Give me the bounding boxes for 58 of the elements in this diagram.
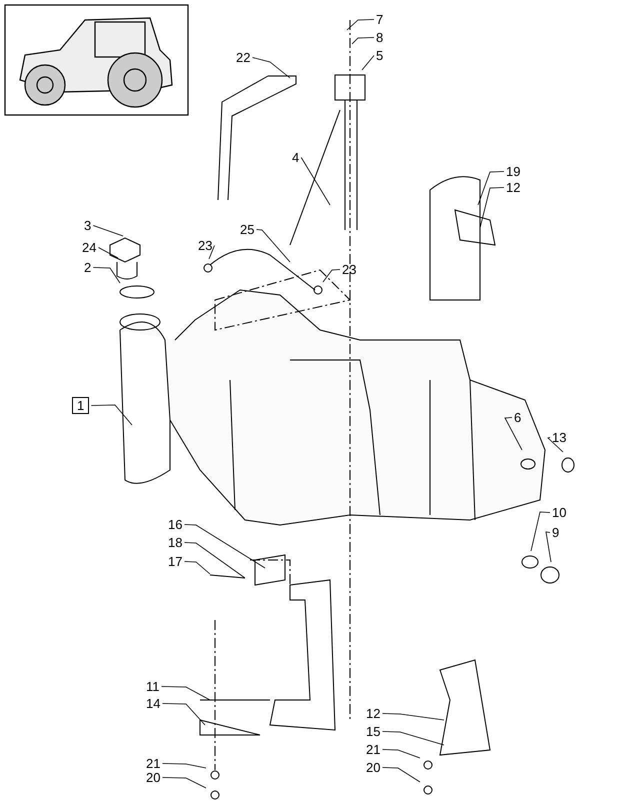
leader-line bbox=[382, 713, 444, 720]
callout-number: 23 bbox=[342, 262, 356, 277]
callout-number: 5 bbox=[376, 48, 384, 63]
callout-number: 14 bbox=[146, 696, 160, 711]
leader-line bbox=[256, 229, 290, 262]
callout-number: 25 bbox=[240, 222, 254, 237]
callout-number: 16 bbox=[168, 517, 182, 532]
leader-line bbox=[162, 777, 206, 788]
leader-line bbox=[92, 225, 124, 236]
leader-line bbox=[162, 763, 206, 768]
leader-line bbox=[161, 686, 210, 700]
callout-number: 9 bbox=[552, 525, 560, 540]
leader-line bbox=[362, 55, 374, 70]
leader-line bbox=[90, 404, 132, 426]
leader-line bbox=[252, 57, 290, 78]
leader-line bbox=[208, 245, 215, 260]
callout-number: 21 bbox=[366, 742, 380, 757]
callout-number: 12 bbox=[366, 706, 380, 721]
callout-number: 13 bbox=[552, 430, 566, 445]
leader-line bbox=[382, 731, 444, 746]
leader-line bbox=[346, 19, 374, 30]
callout-number: 19 bbox=[506, 164, 520, 179]
callout-number: 1 bbox=[72, 397, 90, 414]
callout-number: 8 bbox=[376, 30, 384, 45]
callout-number: 12 bbox=[506, 180, 520, 195]
callout-number: 20 bbox=[146, 770, 160, 785]
leader-line bbox=[184, 524, 266, 568]
leader-line bbox=[184, 561, 210, 574]
callout-number: 7 bbox=[376, 12, 384, 27]
callout-number: 22 bbox=[236, 50, 250, 65]
leader-line bbox=[546, 532, 552, 562]
leader-line bbox=[382, 767, 420, 782]
callout-number: 17 bbox=[168, 554, 182, 569]
leader-line bbox=[184, 542, 246, 578]
callout-number: 11 bbox=[146, 679, 160, 694]
callout-number: 3 bbox=[84, 218, 92, 233]
callout-number: 24 bbox=[82, 240, 96, 255]
callout-number: 20 bbox=[366, 760, 380, 775]
leader-line bbox=[162, 703, 206, 726]
leader-line bbox=[300, 157, 330, 206]
leader-line bbox=[322, 269, 340, 282]
callout-number: 15 bbox=[366, 724, 380, 739]
callout-number: 10 bbox=[552, 505, 566, 520]
leader-line bbox=[504, 417, 522, 450]
leader-line bbox=[547, 437, 564, 452]
leader-line bbox=[530, 512, 550, 552]
callout-number: 23 bbox=[198, 238, 212, 253]
callout-number: 2 bbox=[84, 260, 92, 275]
leader-line bbox=[480, 187, 504, 228]
leader-line bbox=[478, 171, 504, 206]
callout-number: 18 bbox=[168, 535, 182, 550]
leader-line bbox=[98, 247, 118, 258]
callout-number: 4 bbox=[292, 150, 300, 165]
leader-line bbox=[352, 37, 374, 44]
leader-line bbox=[92, 267, 120, 284]
leader-line bbox=[382, 749, 420, 758]
callout-number: 6 bbox=[514, 410, 522, 425]
callout-number: 21 bbox=[146, 756, 160, 771]
